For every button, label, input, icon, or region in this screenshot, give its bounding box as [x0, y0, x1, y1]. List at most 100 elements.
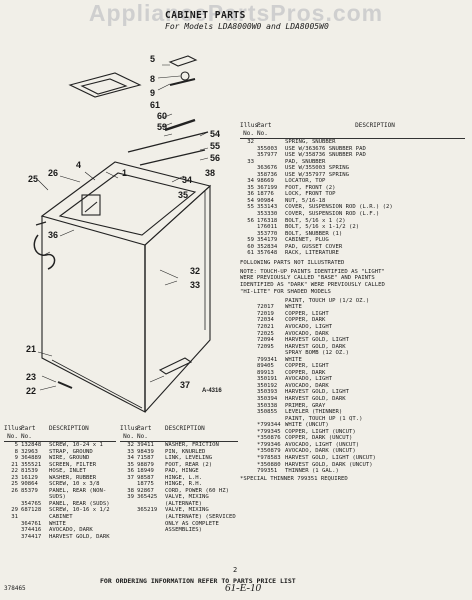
description-cell: AVOCADO, LIGHT	[285, 324, 333, 331]
figure-id: A-4316	[202, 388, 222, 394]
part-no-cell: 176318	[257, 217, 278, 224]
part-no-cell: 353330	[257, 211, 278, 218]
illus-no-cell: 23	[11, 474, 18, 481]
part-no-cell: *799345	[257, 428, 281, 435]
callout-26: 26	[48, 168, 59, 178]
col-part-no: Part No.	[21, 425, 36, 440]
part-no-cell: *350880	[257, 461, 281, 468]
part-no-cell: *350879	[257, 448, 281, 455]
table-row: *350880 HARVEST GOLD, DARK (UNCUT)	[240, 462, 465, 469]
callout-34: 34	[182, 175, 193, 185]
description-cell: COVER, SUSPENSION ROD (L.R.) (2)	[285, 204, 393, 211]
description-cell: SCREW, 10-16 x 1/2	[49, 507, 110, 514]
part-no-cell: 81539	[21, 468, 38, 475]
callout-8: 8	[150, 74, 156, 84]
description-cell: PAINT, TOUCH UP (1/2 OZ.)	[285, 297, 370, 304]
description-cell: WHITE	[49, 520, 66, 527]
part-no-cell: 89405	[257, 363, 274, 370]
part-no-cell: 72017	[257, 304, 274, 311]
description-cell: HARVEST GOLD, DARK (UNCUT)	[285, 461, 373, 468]
part-no-cell: 374416	[21, 527, 42, 534]
part-no-cell: 350393	[257, 389, 278, 396]
callout-5: 5	[150, 54, 156, 64]
col-part-no: Part No.	[257, 122, 272, 137]
part-no-cell: 85379	[21, 487, 38, 494]
callout-56: 56	[210, 153, 221, 163]
description-cell: RACK, LITERATURE	[285, 250, 339, 257]
part-no-cell: 363676	[257, 165, 278, 172]
description-cell: LOCATOR, TOP	[285, 178, 326, 185]
part-no-cell: 365425	[137, 494, 158, 501]
description-cell: WASHER, FRICTION	[165, 442, 219, 448]
part-no-cell: 98587	[137, 474, 154, 481]
description-cell: USE W/355003 SPRING	[285, 165, 349, 172]
special-thinner-note: *SPECIAL THINNER 799351 REQUIRED	[240, 475, 348, 482]
callout-59: 59	[157, 122, 168, 132]
description-cell: FOOT, FRONT (2)	[285, 184, 336, 191]
illus-no-cell: 35	[247, 184, 254, 191]
description-cell: PAD, SNUBBER	[285, 158, 326, 165]
col-description: DESCRIPTION	[165, 425, 205, 432]
description-cell: USE W/358736 SNUBBER PAD	[285, 152, 366, 159]
callout-23: 23	[26, 372, 37, 382]
table-header: Illus. No. Part No. DESCRIPTION	[4, 425, 116, 442]
illus-no-cell: 29	[11, 507, 18, 514]
illus-no-cell: 60	[247, 243, 254, 250]
description-cell: HARVEST GOLD, DARK	[285, 343, 346, 350]
exploded-diagram: 5 8 9 61 60 59 54 55 56 1 4 26 25 36 34 …	[0, 40, 235, 420]
part-no-cell: *350876	[257, 435, 281, 442]
description-cell: HARVEST GOLD, LIGHT	[285, 337, 349, 344]
illus-no-cell: 36	[127, 468, 134, 475]
description-cell: BOLT, SNUBBER (1)	[285, 230, 343, 237]
part-no-cell: 350192	[257, 382, 278, 389]
description-cell: HOSE, INLET	[49, 468, 87, 475]
description-cell: PAINT, TOUCH UP (1 QT.)	[285, 415, 363, 422]
description-cell: SCREW, 10-24 x 1	[49, 442, 103, 448]
description-cell: USE W/363676 SNUBBER PAD	[285, 145, 366, 152]
description-cell: COPPER, DARK	[285, 317, 326, 324]
description-cell: HARVEST GOLD, DARK	[285, 396, 346, 403]
part-no-cell: 72094	[257, 337, 274, 344]
part-no-cell: 176011	[257, 224, 278, 231]
description-cell: COVER, SUSPENSION ROD (L.F.)	[285, 211, 380, 218]
callout-21: 21	[26, 344, 37, 354]
part-no-cell: 357648	[257, 250, 278, 257]
part-no-cell: 72034	[257, 317, 274, 324]
illus-no-cell: 33	[127, 448, 134, 455]
illus-no-cell: 33	[247, 158, 254, 165]
model-subtitle: For Models LDA8000W0 and LDA8005W0	[165, 22, 329, 31]
part-no-cell: 18949	[137, 468, 154, 475]
table-row: 72094 HARVEST GOLD, LIGHT	[240, 337, 465, 344]
description-cell: HARVEST GOLD, LIGHT	[285, 389, 349, 396]
description-cell: COPPER, LIGHT	[285, 310, 329, 317]
part-no-cell: 72021	[257, 324, 274, 331]
watermark: AppliancePartsPros.com	[88, 0, 384, 26]
description-cell: LINK, LEVELING	[165, 455, 213, 462]
part-no-cell: 90984	[257, 197, 274, 204]
illus-no-cell: 55	[247, 204, 254, 211]
description-cell: PANEL, REAR (SUDS)	[49, 500, 110, 507]
